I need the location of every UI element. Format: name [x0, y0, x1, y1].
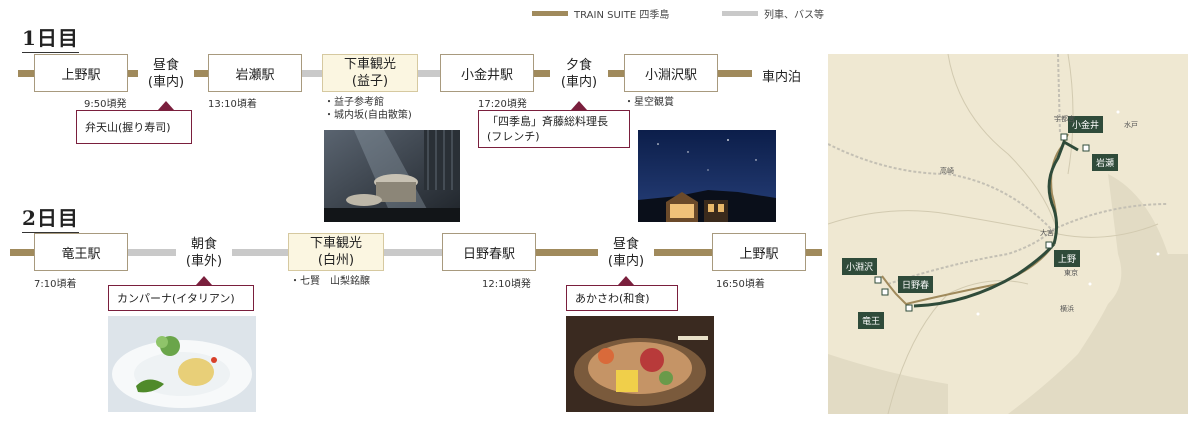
photo-washoku [566, 316, 714, 412]
legend-train-swatch [532, 11, 568, 16]
station-iwase[interactable]: 岩瀬駅 [208, 54, 302, 92]
day2-lunch: 昼食 (車内) [598, 235, 654, 271]
day1-lunch-line1: 昼食 [152, 58, 179, 73]
day2-line-end [806, 249, 822, 256]
station-koganei-label: 小金井駅 [460, 67, 513, 83]
day1-title: 1日目 [22, 22, 79, 53]
day2-sight-note: ・七賢 山梨銘醸 [290, 276, 370, 287]
day1-sight-notes: ・益子参考館 ・城内坂(自由散策) [324, 96, 412, 122]
day1-dinner-line1: 夕食 [565, 58, 592, 73]
photo-night-station-image [638, 130, 776, 222]
photo-mashiko-image [324, 130, 460, 222]
day1-lunch: 昼食 (車内) [138, 56, 194, 92]
legend-train: TRAIN SUITE 四季島 [532, 6, 669, 21]
legend-other-label: 列車、バス等 [764, 10, 824, 21]
station-hinoharu-label: 日野春駅 [462, 246, 515, 262]
legend-other-swatch [722, 11, 758, 16]
station-ryuo[interactable]: 竜王駅 [34, 233, 128, 271]
day2-lunch-pointer [618, 276, 634, 285]
station-hinoharu[interactable]: 日野春駅 [442, 233, 536, 271]
day1-lunch-box-text: 弁天山(握り寿司) [85, 120, 171, 134]
day1-lunch-line2: (車内) [147, 75, 185, 90]
map-label-iwase: 岩瀬 [1092, 154, 1119, 171]
station-kobuchisawa-label: 小淵沢駅 [644, 67, 697, 83]
station-ueno-day2[interactable]: 上野駅 [712, 233, 806, 271]
day1-time-koganei: 17:20頃発 [478, 99, 527, 110]
day1-dinner-box-line1: 「四季島」斉藤総料理長 [487, 115, 608, 128]
day1-time-iwase: 13:10頃着 [208, 99, 257, 110]
day1-sight-note-1: ・益子参考館 [324, 97, 384, 108]
day2-breakfast: 朝食 (車外) [176, 235, 232, 271]
day2-breakfast-line1: 朝食 [190, 237, 217, 252]
day2-title: 2日目 [22, 202, 79, 233]
map-label-kobuchisawa: 小淵沢 [842, 258, 878, 275]
map-label-ueno: 上野 [1054, 250, 1081, 267]
route-map-image [828, 54, 1188, 414]
station-koganei[interactable]: 小金井駅 [440, 54, 534, 92]
day1-sight-line1: 下車観光 [343, 57, 396, 72]
map-city-yokohama: 横浜 [1060, 305, 1074, 313]
map-city-omiya: 大宮 [1040, 229, 1054, 237]
day2-breakfast-line2: (車外) [185, 254, 223, 269]
station-iwase-label: 岩瀬駅 [235, 67, 275, 83]
route-map: 小金井 岩瀬 上野 小淵沢 日野春 竜王 宇都宮 大宮 東京 横浜 高崎 水戸 [828, 54, 1188, 414]
day1-dinner-line2: (車内) [560, 75, 598, 90]
day2-lunch-line1: 昼食 [612, 237, 639, 252]
map-city-utsunomiya: 宇都宮 [1054, 115, 1075, 123]
day2-time-hinoharu: 12:10頃発 [482, 279, 531, 290]
station-ueno-day1[interactable]: 上野駅 [34, 54, 128, 92]
map-city-mito: 水戸 [1124, 121, 1138, 129]
photo-italian-image [108, 316, 256, 412]
photo-italian [108, 316, 256, 412]
day1-stay: 車内泊 [762, 70, 802, 85]
day2-lunch-box: あかさわ(和食) [566, 285, 678, 311]
day2-sight-hakushu[interactable]: 下車観光 (白州) [288, 233, 384, 271]
day2-lunch-box-text: あかさわ(和食) [575, 291, 650, 305]
day1-dinner-box: 「四季島」斉藤総料理長 (フレンチ) [478, 110, 630, 148]
day2-breakfast-box-text: カンパーナ(イタリアン) [117, 291, 235, 305]
photo-night-station [638, 130, 776, 222]
day2-sight-line1: 下車観光 [309, 236, 362, 251]
day1-line-3 [418, 70, 440, 77]
day1-time-ueno: 9:50頃発 [84, 99, 127, 110]
photo-mashiko [324, 130, 460, 222]
day1-line-2 [302, 70, 322, 77]
day2-time-ryuo: 7:10頃着 [34, 279, 77, 290]
day1-line-start [18, 70, 34, 77]
station-ueno-day2-label: 上野駅 [739, 246, 779, 262]
map-label-ryuo: 竜王 [858, 312, 885, 329]
day2-lunch-line2: (車内) [607, 254, 645, 269]
day2-breakfast-pointer [196, 276, 212, 285]
station-ueno-day1-label: 上野駅 [61, 67, 101, 83]
day2-line-start [10, 249, 34, 256]
day1-dinner-box-line2: (フレンチ) [487, 130, 540, 143]
legend-train-label: TRAIN SUITE 四季島 [574, 10, 670, 21]
day2-sight-line2: (白州) [317, 253, 355, 268]
day1-lunch-pointer [158, 101, 174, 110]
day1-sight-mashiko[interactable]: 下車観光 (益子) [322, 54, 418, 92]
map-city-takasaki: 高崎 [940, 167, 954, 175]
day1-line-5 [718, 70, 752, 77]
legend-other: 列車、バス等 [722, 6, 824, 21]
photo-washoku-image [566, 316, 714, 412]
day1-kobuchisawa-note: ・星空観賞 [624, 97, 674, 108]
day1-lunch-box: 弁天山(握り寿司) [76, 110, 192, 144]
map-label-hinoharu: 日野春 [898, 276, 934, 293]
day1-dinner-pointer [571, 101, 587, 110]
day2-time-ueno: 16:50頃着 [716, 279, 765, 290]
map-city-tokyo: 東京 [1064, 269, 1078, 277]
map-label-koganei: 小金井 [1068, 116, 1104, 133]
station-ryuo-label: 竜王駅 [61, 246, 101, 262]
station-kobuchisawa[interactable]: 小淵沢駅 [624, 54, 718, 92]
day1-dinner: 夕食 (車内) [550, 56, 608, 92]
day1-sight-note-2: ・城内坂(自由散策) [324, 110, 412, 121]
day1-sight-line2: (益子) [351, 74, 389, 89]
day2-breakfast-box: カンパーナ(イタリアン) [108, 285, 254, 311]
day2-line-2 [384, 249, 442, 256]
